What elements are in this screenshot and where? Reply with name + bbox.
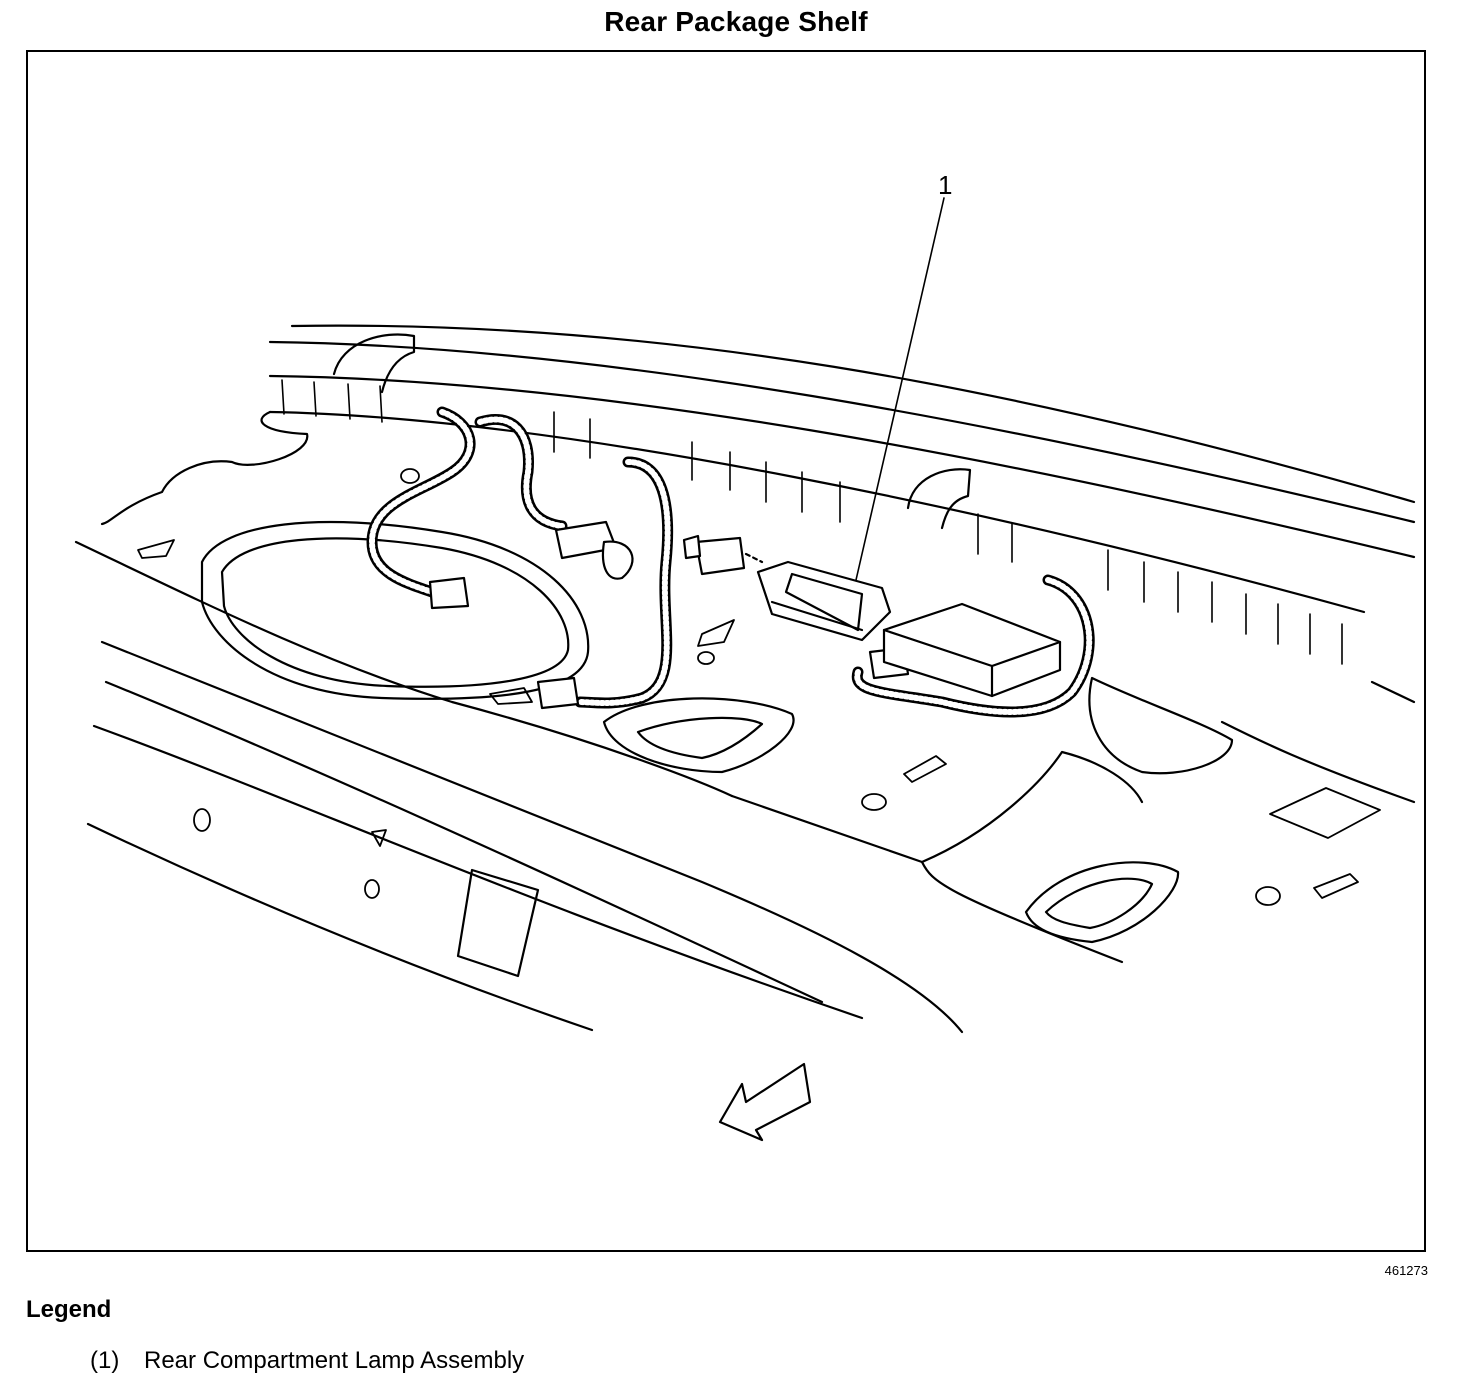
connectors (428, 520, 910, 710)
ledge-bumpers (332, 333, 972, 530)
callout-leader-1 (855, 197, 945, 581)
slots-and-holes (137, 468, 1381, 906)
legend-item: (1) Rear Compartment Lamp Assembly (90, 1347, 524, 1375)
figure-id: 461273 (1384, 1263, 1428, 1278)
window-ledge (268, 324, 1416, 614)
diagram-title: Rear Package Shelf (604, 6, 868, 37)
callout-label-1: 1 (938, 170, 952, 200)
speaker-opening (200, 520, 590, 700)
legend-item-text: Rear Compartment Lamp Assembly (144, 1347, 525, 1374)
connection-dash (744, 552, 764, 564)
package-shelf-illustration: 1 (74, 170, 1416, 1142)
front-direction-arrow (718, 1062, 812, 1142)
control-module (882, 602, 1062, 698)
triangular-openings (602, 676, 1234, 944)
pleated-trim (281, 379, 1343, 665)
wire-harness (366, 406, 1095, 718)
front-tab (456, 868, 540, 978)
rear-compartment-lamp (756, 560, 892, 642)
legend-heading: Legend (26, 1296, 112, 1323)
diagram-frame: 1 (26, 50, 1426, 1252)
shelf-panel (74, 410, 1416, 1034)
legend-item-number: (1) (90, 1347, 120, 1374)
